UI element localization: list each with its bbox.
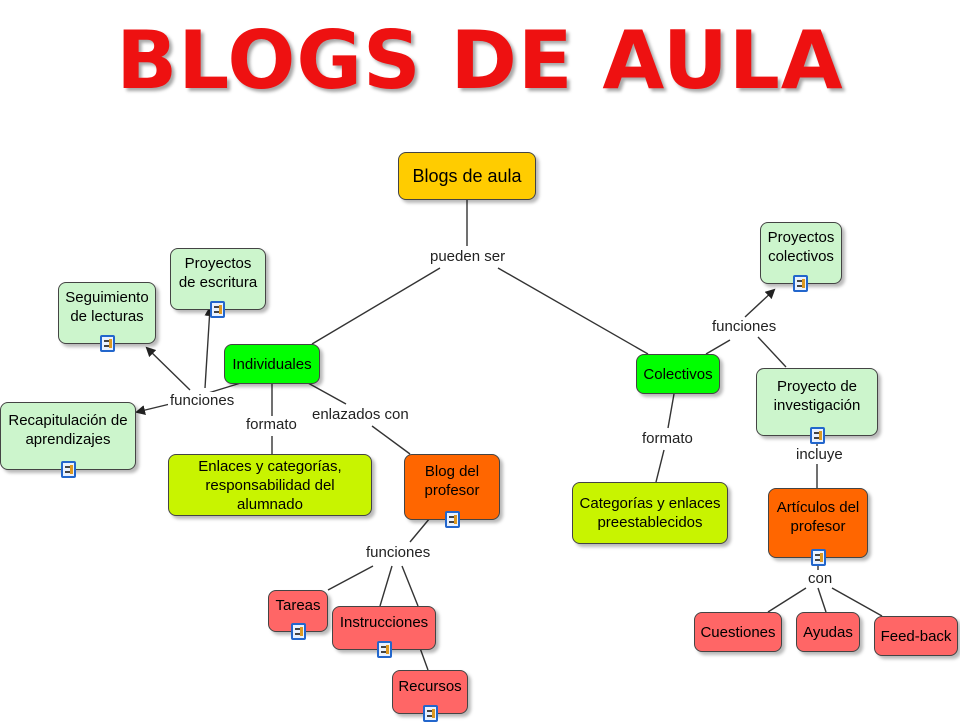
connector-label-colectivos <box>497 267 649 355</box>
connector-funciones-tareas <box>327 565 374 591</box>
document-icon[interactable] <box>811 549 826 566</box>
connector-label-individuales <box>311 267 441 345</box>
link-label-con: con <box>806 570 835 587</box>
node-articulos-profesor: Artículos del profesor <box>768 488 868 566</box>
node-ayudas: Ayudas <box>796 612 860 652</box>
node-recursos: Recursos <box>392 670 468 722</box>
node-label: Tareas <box>275 596 321 614</box>
link-label-formato: formato <box>244 416 299 433</box>
node-label: Recapitulación de aprendizajes <box>8 412 128 448</box>
node-cuestiones: Cuestiones <box>694 612 782 652</box>
connector-formato-categorias <box>655 449 665 483</box>
node-proyecto-investigacion: Proyecto de investigación <box>756 368 878 444</box>
connector-colectivos-funciones <box>705 339 731 355</box>
node-feedback: Feed-back <box>874 616 958 656</box>
node-label: Artículos del profesor <box>776 499 860 535</box>
document-icon[interactable] <box>100 335 115 352</box>
document-icon[interactable] <box>793 275 808 292</box>
link-label-pueden-ser: pueden ser <box>428 248 508 265</box>
node-colectivos: Colectivos <box>636 354 720 394</box>
connector-con-ayudas <box>817 587 827 613</box>
node-blogs-de-aula: Blogs de aula <box>398 152 536 200</box>
document-icon[interactable] <box>291 623 306 640</box>
link-label-funciones-colectivos: funciones <box>710 318 779 335</box>
connector-funciones-seguimiento <box>145 346 191 391</box>
node-instrucciones: Instrucciones <box>332 606 436 658</box>
node-label: Colectivos <box>643 365 713 383</box>
connector-funciones-recapitulacion <box>135 403 171 415</box>
node-individuales: Individuales <box>224 344 320 384</box>
connector-blog-funciones <box>409 517 431 543</box>
document-icon[interactable] <box>423 705 438 722</box>
document-icon[interactable] <box>61 461 76 478</box>
page-title: BLOGS DE AULA <box>116 14 844 107</box>
document-icon[interactable] <box>377 641 392 658</box>
node-label: Cuestiones <box>700 623 776 641</box>
link-label-formato-colectivos: formato <box>640 430 695 447</box>
node-label: Instrucciones <box>339 613 429 631</box>
connector-funciones-instrucciones <box>379 565 393 607</box>
node-label: Proyectos de escritura <box>178 255 258 291</box>
node-label: Categorías y enlaces preestablecidos <box>579 495 721 531</box>
connector-funciones-proyectos <box>204 306 215 389</box>
node-seguimiento-lecturas: Seguimiento de lecturas <box>58 282 156 352</box>
node-enlaces-categorias: Enlaces y categorías, responsabilidad de… <box>168 454 372 516</box>
node-label: Proyectos colectivos <box>767 229 835 265</box>
document-icon[interactable] <box>445 511 460 528</box>
node-label: Enlaces y categorías, responsabilidad de… <box>198 457 342 513</box>
node-label: Seguimiento de lecturas <box>65 289 149 325</box>
node-categorias-enlaces: Categorías y enlaces preestablecidos <box>572 482 728 544</box>
node-tareas: Tareas <box>268 590 328 640</box>
node-label: Blogs de aula <box>412 165 522 186</box>
node-proyectos-colectivos: Proyectos colectivos <box>760 222 842 292</box>
connector-colectivos-formato <box>667 393 675 429</box>
connector-instrucciones-recursos <box>419 647 429 671</box>
connector-enlazados-blog <box>371 425 411 455</box>
document-icon[interactable] <box>210 301 225 318</box>
node-proyectos-escritura: Proyectos de escritura <box>170 248 266 318</box>
connector-funciones-proyectos-colectivos <box>744 288 776 318</box>
node-label: Recursos <box>398 677 462 695</box>
node-blog-profesor: Blog del profesor <box>404 454 500 528</box>
link-label-funciones-profesor: funciones <box>364 544 433 561</box>
link-label-funciones: funciones <box>168 392 237 409</box>
link-label-incluye: incluye <box>794 446 845 463</box>
node-label: Individuales <box>232 355 312 373</box>
connector-funciones-recursos <box>401 565 419 607</box>
connector-con-feedback <box>831 587 883 617</box>
node-label: Feed-back <box>880 627 952 645</box>
connector-con-cuestiones <box>767 587 807 613</box>
connector-funciones-proyecto-investigacion <box>757 336 787 368</box>
node-recapitulacion: Recapitulación de aprendizajes <box>0 402 136 478</box>
link-label-enlazados-con: enlazados con <box>310 406 411 423</box>
node-label: Ayudas <box>803 623 853 641</box>
node-label: Proyecto de investigación <box>773 378 861 414</box>
document-icon[interactable] <box>810 427 825 444</box>
connector-individuales-enlazados <box>307 382 347 405</box>
node-label: Blog del profesor <box>424 463 480 499</box>
